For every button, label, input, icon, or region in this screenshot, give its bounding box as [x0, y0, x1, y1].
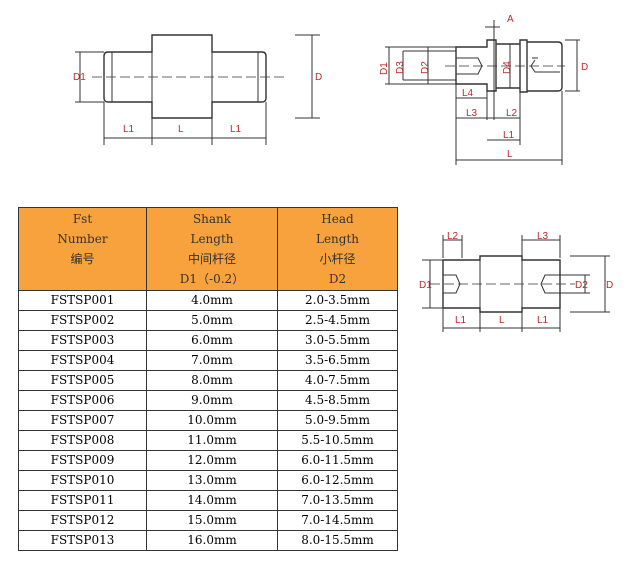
cell-part-number: FSTSP008 [18, 430, 147, 451]
cell-shank: 15.0mm [146, 510, 278, 531]
header-line: Length [190, 232, 234, 246]
cell-shank: 6.0mm [146, 330, 278, 351]
header-line: Number [57, 232, 108, 246]
cell-head: 5.0-9.5mm [277, 410, 398, 431]
label-l: L [499, 315, 505, 326]
label-d: D [315, 72, 322, 83]
diagram-stepped-pin: D1 D L1 L L1 [73, 34, 322, 145]
label-l1-left: L1 [123, 124, 135, 135]
header-line [19, 269, 146, 289]
header-line: D2 [328, 272, 347, 286]
cell-shank: 12.0mm [146, 450, 278, 471]
header-fst-number: Fst Number 编号 [18, 207, 147, 291]
cell-head: 3.5-6.5mm [277, 350, 398, 371]
header-head-length: Head Length 小杆径 D2 [277, 207, 398, 291]
label-l: L [178, 124, 184, 135]
cell-head: 8.0-15.5mm [277, 530, 398, 551]
cell-shank: 4.0mm [146, 290, 278, 311]
label-l2: L2 [506, 108, 518, 119]
label-a: A [507, 14, 514, 25]
cell-shank: 8.0mm [146, 370, 278, 391]
label-l2: L2 [447, 231, 459, 242]
table-header-row: Fst Number 编号 Shank Length 中间杆径 D1（-0.2）… [18, 207, 398, 291]
header-line: Fst [72, 212, 93, 226]
cell-head: 2.0-3.5mm [277, 290, 398, 311]
cell-part-number: FSTSP009 [18, 450, 147, 471]
label-l1-right: L1 [537, 315, 549, 326]
label-l1-left: L1 [455, 315, 467, 326]
cell-head: 2.5-4.5mm [277, 310, 398, 331]
diagram-double-end-pin: L2 L3 D1 D2 D L1 L L1 [419, 231, 613, 332]
cell-part-number: FSTSP002 [18, 310, 147, 331]
cell-head: 7.0-14.5mm [277, 510, 398, 531]
cell-head: 5.5-10.5mm [277, 430, 398, 451]
label-l3: L3 [466, 108, 478, 119]
label-d1: D1 [379, 62, 390, 75]
header-line: 编号 [70, 252, 95, 266]
cell-head: 7.0-13.5mm [277, 490, 398, 511]
cell-head: 6.0-12.5mm [277, 470, 398, 491]
cell-shank: 7.0mm [146, 350, 278, 371]
header-line: Length [315, 232, 360, 246]
cell-part-number: FSTSP001 [18, 290, 147, 311]
cell-part-number: FSTSP010 [18, 470, 147, 491]
cell-head: 3.0-5.5mm [277, 330, 398, 351]
header-line: 中间杆径 [187, 252, 236, 266]
label-d2: D2 [420, 61, 431, 74]
diagram-pull-stud-section: A D1 D3 D2 D4 D L4 L3 L2 L1 L [379, 14, 588, 165]
label-l1: L1 [503, 130, 515, 141]
cell-shank: 10.0mm [146, 410, 278, 431]
label-d1: D1 [73, 72, 86, 83]
cell-shank: 5.0mm [146, 310, 278, 331]
cell-head: 6.0-11.5mm [277, 450, 398, 471]
cell-shank: 13.0mm [146, 470, 278, 491]
cell-head: 4.0-7.5mm [277, 370, 398, 391]
header-line: 小杆径 [319, 252, 356, 266]
cell-shank: 11.0mm [146, 430, 278, 451]
cell-head: 4.5-8.5mm [277, 390, 398, 411]
header-line: Head [321, 212, 354, 226]
cell-part-number: FSTSP013 [18, 530, 147, 551]
cell-part-number: FSTSP007 [18, 410, 147, 431]
label-d1: D1 [419, 280, 432, 291]
cell-part-number: FSTSP012 [18, 510, 147, 531]
cell-shank: 14.0mm [146, 490, 278, 511]
cell-part-number: FSTSP006 [18, 390, 147, 411]
header-line: Shank [192, 212, 232, 226]
label-d2: D2 [575, 280, 588, 291]
header-line: D1（-0.2） [179, 272, 245, 286]
label-l3: L3 [537, 231, 549, 242]
cell-shank: 16.0mm [146, 530, 278, 551]
label-l4: L4 [462, 88, 474, 99]
label-d3: D3 [395, 61, 406, 74]
cell-part-number: FSTSP004 [18, 350, 147, 371]
label-d: D [581, 62, 588, 73]
header-shank-length: Shank Length 中间杆径 D1（-0.2） [146, 207, 278, 291]
spec-table: Fst Number 编号 Shank Length 中间杆径 D1（-0.2）… [18, 207, 398, 551]
label-d: D [606, 280, 613, 291]
label-d4: D4 [502, 61, 513, 74]
label-l1-right: L1 [230, 124, 242, 135]
cell-part-number: FSTSP005 [18, 370, 147, 391]
cell-shank: 9.0mm [146, 390, 278, 411]
cell-part-number: FSTSP011 [18, 490, 147, 511]
label-l: L [507, 149, 513, 160]
cell-part-number: FSTSP003 [18, 330, 147, 351]
